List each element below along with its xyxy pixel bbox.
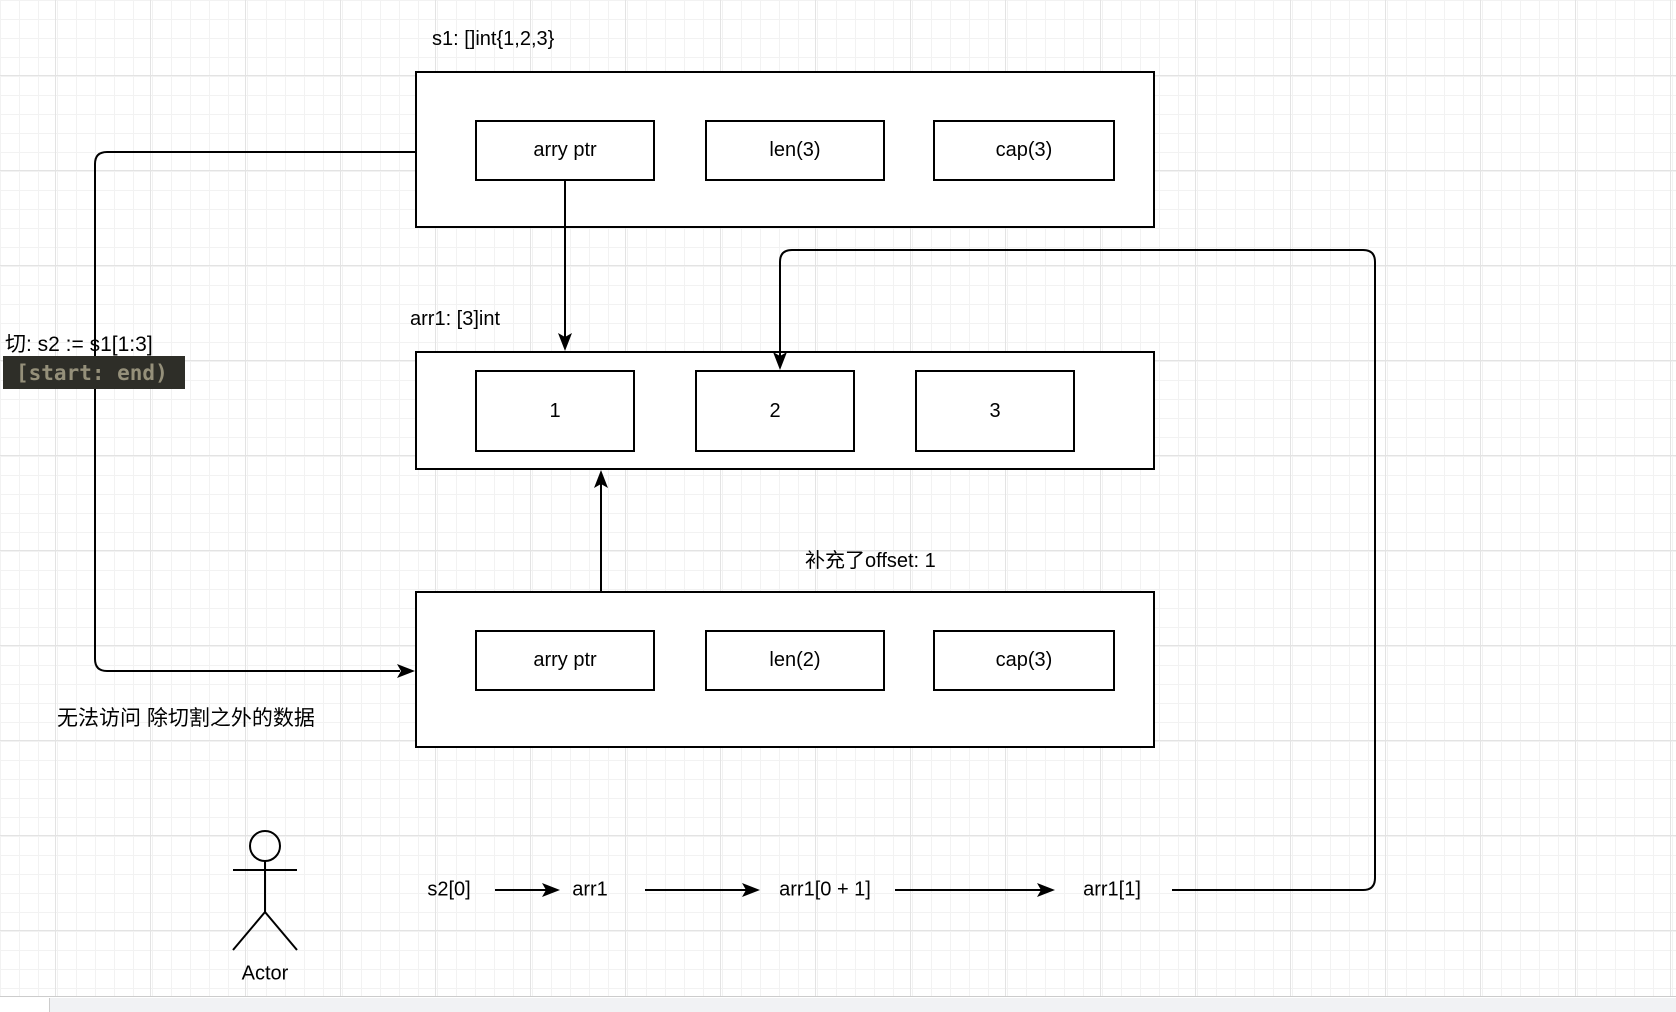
- canvas-bottom-strip: [0, 996, 1676, 1012]
- arr1-cell-2[interactable]: 2: [695, 370, 855, 452]
- flow-item-arr1[interactable]: arr1: [572, 878, 608, 901]
- actor-label[interactable]: Actor: [241, 962, 289, 985]
- no-access-label[interactable]: 无法访问 除切割之外的数据: [57, 707, 315, 730]
- actor-legs: [232, 911, 298, 951]
- s1-label[interactable]: s1: []int{1,2,3}: [432, 28, 555, 50]
- arr1-cell-3[interactable]: 3: [915, 370, 1075, 452]
- s2-cell-arry-ptr[interactable]: arry ptr: [475, 630, 655, 691]
- arr1-label[interactable]: arr1: [3]int: [410, 308, 501, 330]
- flow-item-s2-0[interactable]: s2[0]: [427, 878, 471, 901]
- s2-cell-len[interactable]: len(2): [705, 630, 885, 691]
- s1-cell-len[interactable]: len(3): [705, 120, 885, 181]
- s2-cell-cap[interactable]: cap(3): [933, 630, 1115, 691]
- arr1-cell-1[interactable]: 1: [475, 370, 635, 452]
- flow-item-arr1-1[interactable]: arr1[1]: [1083, 878, 1141, 901]
- s1-cell-cap[interactable]: cap(3): [933, 120, 1115, 181]
- actor-figure: [232, 830, 298, 951]
- flow-item-arr1-0-1[interactable]: arr1[0 + 1]: [779, 878, 871, 901]
- range-code-box[interactable]: [start: end): [3, 356, 185, 389]
- actor-head: [249, 830, 281, 862]
- s1-to-s2-connector: [94, 151, 415, 672]
- slice-op-label[interactable]: 切: s2 := s1[1:3]: [5, 333, 153, 356]
- s1-cell-arry-ptr[interactable]: arry ptr: [475, 120, 655, 181]
- offset-label[interactable]: 补充了offset: 1: [805, 550, 936, 572]
- horizontal-scrollbar[interactable]: [49, 998, 1676, 1012]
- range-code-text: [start: end): [16, 360, 168, 385]
